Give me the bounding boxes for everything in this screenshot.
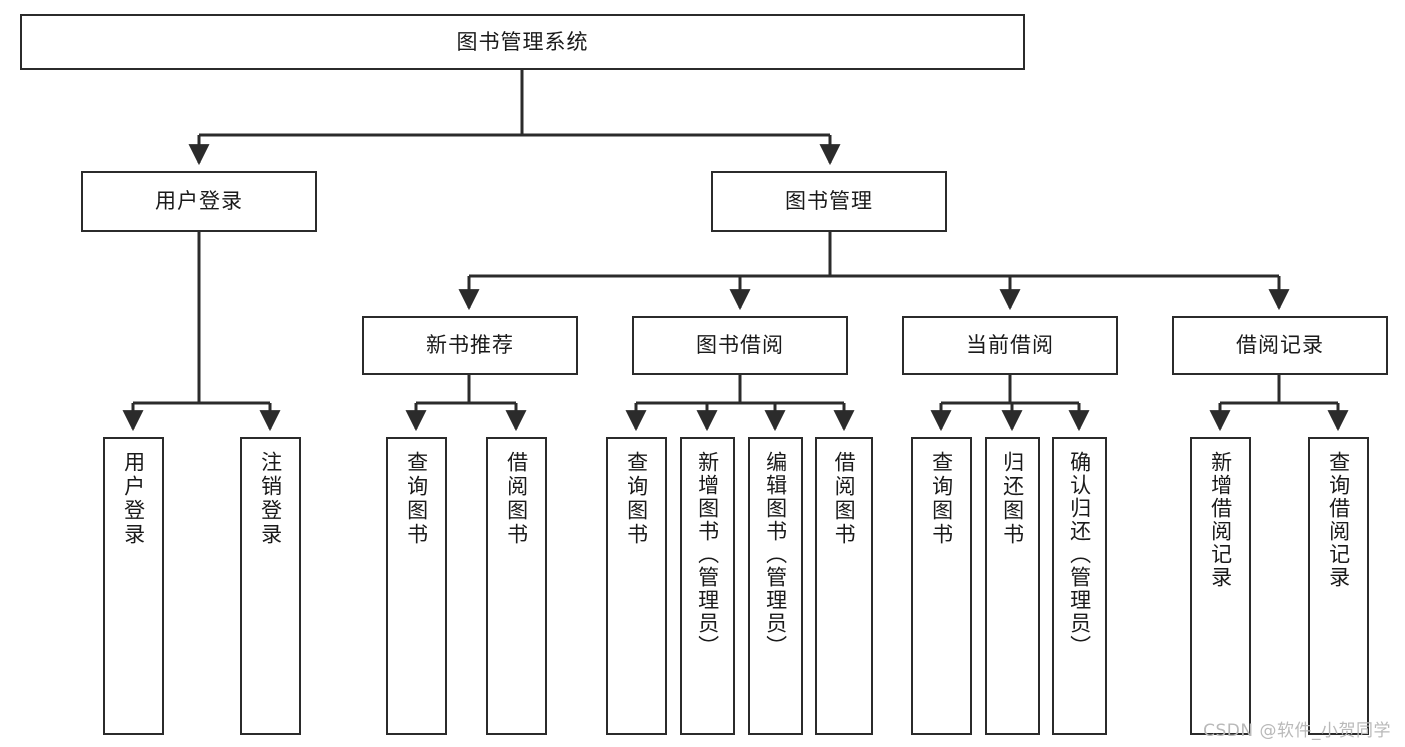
csdn-watermark: CSDN @软件_小贺同学 (1203, 721, 1391, 741)
node-leaf-label: 新增图书（管理员） (695, 451, 720, 658)
node-book-borrow-label: 图书借阅 (696, 333, 784, 358)
node-book-manage[interactable]: 图书管理 (711, 171, 947, 232)
node-leaf-borrow-book-2[interactable]: 借阅图书 (815, 437, 873, 735)
node-leaf-add-borrow-record[interactable]: 新增借阅记录 (1190, 437, 1251, 735)
node-leaf-label: 注销登录 (258, 451, 283, 547)
node-leaf-logout-login[interactable]: 注销登录 (240, 437, 301, 735)
node-leaf-query-book-2[interactable]: 查询图书 (606, 437, 667, 735)
node-leaf-label: 查询图书 (404, 451, 429, 547)
node-leaf-label: 查询图书 (929, 451, 954, 547)
node-root-label: 图书管理系统 (456, 29, 589, 54)
node-leaf-label: 借阅图书 (504, 451, 529, 547)
node-borrow-record[interactable]: 借阅记录 (1172, 316, 1388, 375)
node-leaf-label: 新增借阅记录 (1208, 451, 1233, 589)
node-leaf-borrow-book-1[interactable]: 借阅图书 (486, 437, 547, 735)
node-leaf-label: 编辑图书（管理员） (763, 451, 788, 658)
node-root-system[interactable]: 图书管理系统 (20, 14, 1025, 70)
node-leaf-add-book-admin[interactable]: 新增图书（管理员） (680, 437, 735, 735)
node-leaf-query-book-3[interactable]: 查询图书 (911, 437, 972, 735)
node-leaf-label: 归还图书 (1000, 451, 1025, 547)
node-current-borrow-label: 当前借阅 (966, 333, 1054, 358)
node-borrow-record-label: 借阅记录 (1236, 333, 1324, 358)
node-new-book-recommend-label: 新书推荐 (426, 333, 514, 358)
node-leaf-return-book[interactable]: 归还图书 (985, 437, 1040, 735)
node-book-borrow[interactable]: 图书借阅 (632, 316, 848, 375)
node-leaf-label: 借阅图书 (832, 451, 857, 547)
node-leaf-user-login[interactable]: 用户登录 (103, 437, 164, 735)
node-leaf-edit-book-admin[interactable]: 编辑图书（管理员） (748, 437, 803, 735)
node-leaf-label: 查询借阅记录 (1326, 451, 1351, 589)
node-user-login[interactable]: 用户登录 (81, 171, 317, 232)
node-user-login-label: 用户登录 (155, 189, 243, 214)
node-leaf-label: 查询图书 (624, 451, 649, 547)
node-leaf-label: 用户登录 (121, 451, 146, 547)
node-leaf-label: 确认归还（管理员） (1067, 451, 1092, 658)
node-leaf-confirm-return-admin[interactable]: 确认归还（管理员） (1052, 437, 1107, 735)
node-new-book-recommend[interactable]: 新书推荐 (362, 316, 578, 375)
node-leaf-query-book-1[interactable]: 查询图书 (386, 437, 447, 735)
node-book-manage-label: 图书管理 (785, 189, 873, 214)
node-current-borrow[interactable]: 当前借阅 (902, 316, 1118, 375)
node-leaf-query-borrow-record[interactable]: 查询借阅记录 (1308, 437, 1369, 735)
